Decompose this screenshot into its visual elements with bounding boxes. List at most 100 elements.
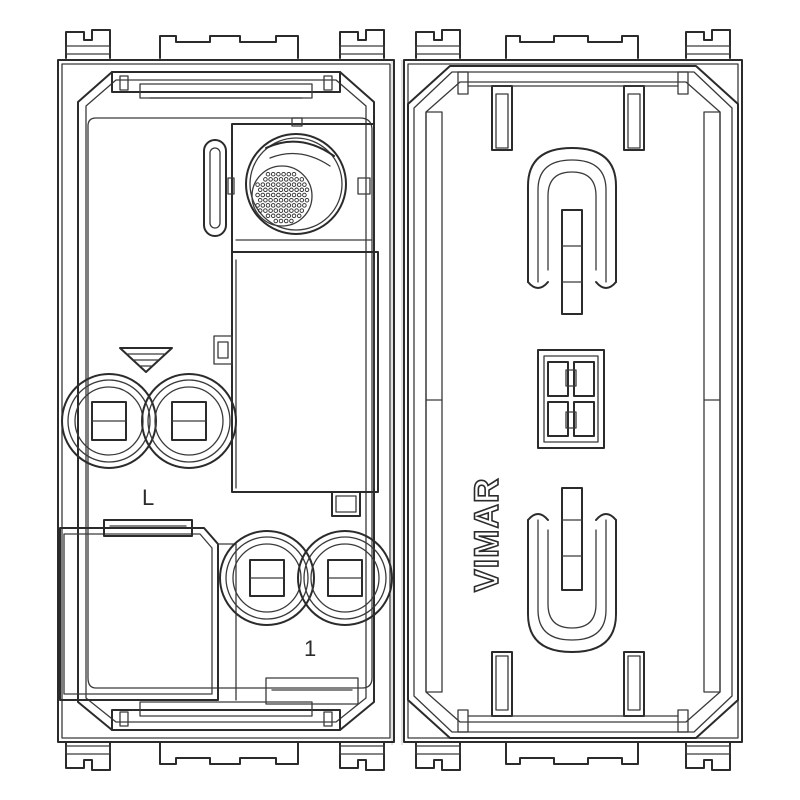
lower-lever	[527, 487, 617, 653]
upper-lever	[527, 147, 617, 315]
sensor-dot	[299, 208, 305, 213]
sensor-dot	[286, 203, 292, 208]
sensor-dot	[260, 182, 266, 187]
sensor-dot	[294, 177, 299, 182]
sensor-dot	[265, 192, 271, 198]
sensor-dot	[257, 208, 263, 213]
left-bottom-clips	[65, 741, 385, 771]
sensor-dot	[289, 197, 294, 203]
sensor-dot	[286, 171, 292, 177]
sensor-dot	[257, 197, 263, 203]
sensor-dot	[294, 197, 299, 203]
sensor-dot	[268, 177, 273, 182]
sensor-dot	[270, 213, 276, 219]
dimmer-symbol-icon	[119, 347, 173, 373]
sensor-dot	[263, 208, 268, 213]
sensor-dot	[265, 203, 271, 208]
sensor-dot-grid	[255, 171, 310, 224]
left-top-clips	[65, 29, 385, 59]
sensor-dot	[281, 203, 286, 208]
sensor-dot	[281, 182, 286, 187]
sensor-dot	[273, 177, 279, 182]
sensor-dot	[299, 197, 305, 203]
terminal-screw	[141, 373, 237, 469]
sensor-dot	[268, 187, 273, 193]
sensor-dot	[302, 203, 307, 208]
sensor-dot	[283, 197, 289, 203]
terminal-pair-1: 1	[219, 530, 393, 661]
right-top-clips	[415, 29, 731, 59]
sensor-dot	[270, 171, 276, 177]
terminal-pair-l: L	[61, 373, 237, 510]
sensor-dot	[294, 208, 299, 213]
left-bottom-latch	[111, 677, 359, 731]
sensor-dot	[291, 213, 297, 219]
adjust-slot	[203, 139, 227, 237]
sensor-dot	[270, 203, 276, 208]
sensor-dot	[278, 187, 284, 193]
sensor-dot	[304, 187, 310, 193]
sensor-dot	[291, 192, 297, 198]
terminal-screw	[61, 373, 157, 469]
sensor-dot	[281, 213, 286, 219]
right-bottom-clips	[415, 741, 731, 771]
sensor-dot	[273, 197, 279, 203]
left-module-body	[57, 59, 395, 743]
sensor-dot	[276, 213, 281, 219]
sensor-housing	[227, 117, 375, 253]
sensor-dot	[268, 208, 273, 213]
sensor-dot	[283, 177, 289, 182]
terminal-screw	[219, 530, 315, 626]
sensor-dot	[286, 192, 292, 198]
right-module-body	[403, 59, 743, 743]
sensor-dot	[281, 171, 286, 177]
sensor-dot	[276, 182, 281, 187]
sensor-dot	[286, 213, 292, 219]
terminal-screw	[297, 530, 393, 626]
sensor-dot	[273, 208, 279, 213]
left-top-latch	[111, 71, 341, 99]
sensor-dot	[263, 187, 268, 193]
sensor-dot	[276, 192, 281, 198]
lower-left-block	[59, 519, 237, 701]
terminal-label-1: 1	[304, 636, 316, 661]
sensor-dot	[260, 203, 266, 208]
center-clip-block	[537, 349, 605, 449]
sensor-dot	[255, 182, 260, 187]
sensor-dot	[273, 218, 279, 224]
sensor-dot	[296, 203, 302, 208]
sensor-dot	[270, 192, 276, 198]
right-top-hooks	[457, 71, 689, 151]
sensor-dot	[289, 218, 294, 224]
left-module: L 1	[57, 29, 395, 771]
sensor-dot	[263, 197, 268, 203]
sensor-dot	[299, 187, 305, 193]
sensor-dot	[268, 197, 273, 203]
sensor-dot	[281, 192, 286, 198]
sensor-dot	[278, 218, 284, 224]
sensor-dot	[283, 187, 289, 193]
sensor-dot	[270, 182, 276, 187]
sensor-dot	[304, 197, 310, 203]
background-ghost-lines	[391, 60, 403, 745]
sensor-dot	[273, 187, 279, 193]
sensor-dot	[263, 177, 268, 182]
sensor-dot	[278, 208, 284, 213]
power-block	[213, 251, 379, 517]
sensor-dot	[296, 213, 302, 219]
sensor-dot	[291, 171, 297, 177]
sensor-dot	[296, 192, 302, 198]
sensor-dot	[286, 182, 292, 187]
sensor-dot	[291, 182, 297, 187]
sensor-dot	[299, 177, 305, 182]
sensor-dot	[265, 182, 271, 187]
sensor-dot	[255, 203, 260, 208]
terminal-label-l: L	[142, 485, 154, 510]
sensor-dot	[289, 208, 294, 213]
sensor-dot	[278, 177, 284, 182]
sensor-knob	[245, 133, 347, 235]
sensor-dot	[294, 187, 299, 193]
sensor-dot	[289, 187, 294, 193]
sensor-dot	[289, 177, 294, 182]
